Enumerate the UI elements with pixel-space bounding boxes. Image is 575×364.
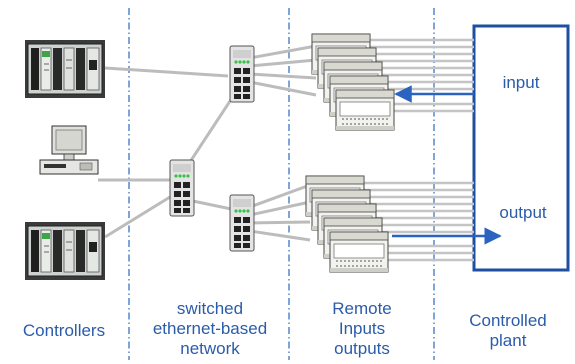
network-label-line-3: network bbox=[180, 339, 240, 358]
remote-io-label-line-1: Remote bbox=[332, 299, 392, 318]
controlled-plant-box bbox=[472, 24, 570, 272]
controllers-label: Controllers bbox=[22, 321, 106, 340]
plant-label-line-2: plant bbox=[489, 331, 527, 350]
network-label: switched ethernet-based network bbox=[132, 299, 288, 359]
plc-controller-icon bbox=[24, 221, 106, 281]
plc-controller-icon bbox=[24, 39, 106, 99]
network-cables bbox=[98, 44, 317, 242]
pc-workstation-icon bbox=[39, 125, 99, 175]
network-label-line-1: switched bbox=[176, 299, 244, 318]
remote-io-module-icon bbox=[335, 89, 395, 131]
plant-label: Controlled plant bbox=[445, 311, 571, 351]
remote-io-label-line-3: outputs bbox=[334, 339, 390, 358]
ethernet-switch-icon bbox=[229, 45, 255, 103]
output-label: output bbox=[499, 203, 547, 222]
remote-io-label: Remote Inputs outputs bbox=[292, 299, 432, 359]
remote-io-stack-top bbox=[311, 33, 395, 131]
ethernet-switch-icon bbox=[229, 194, 255, 252]
ethernet-switch-icon bbox=[169, 159, 195, 217]
remote-io-module-icon bbox=[329, 231, 389, 273]
network-label-line-2: ethernet-based bbox=[152, 319, 268, 338]
plant-label-line-1: Controlled bbox=[469, 311, 547, 330]
input-label: input bbox=[502, 73, 540, 92]
remote-io-label-line-2: Inputs bbox=[338, 319, 386, 338]
